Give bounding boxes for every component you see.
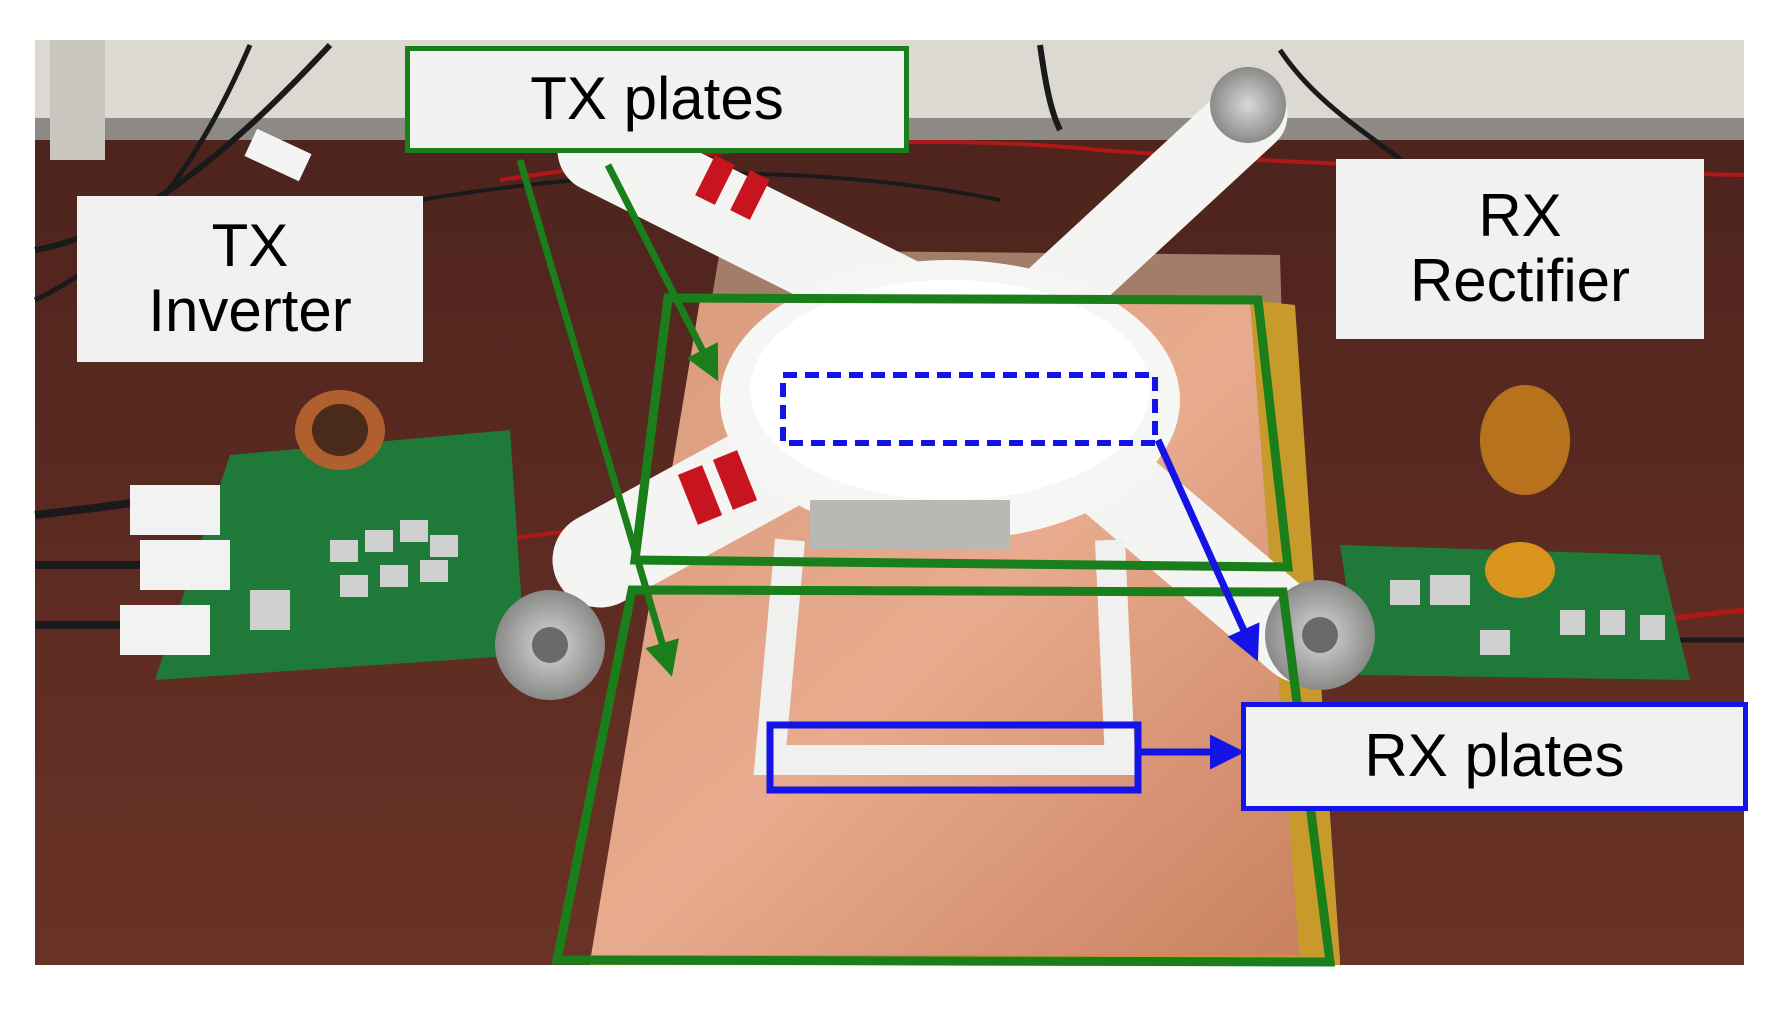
tx-plate-lower-outline [551, 585, 1336, 967]
tx-inverter-label-line2: Inverter [148, 277, 352, 344]
rx-rectifier-board [1340, 385, 1690, 680]
tx-arrow-upper [604, 163, 719, 382]
annotation-overlays [516, 159, 1336, 967]
tx-plates-label-text: TX plates [530, 65, 784, 133]
tx-plate-upper-outline [629, 293, 1294, 572]
tx-inverter-label-line1: TX [211, 212, 289, 280]
tx-arrow-lower [516, 159, 679, 677]
rx-rectifier-label-line1: RX [1478, 182, 1562, 250]
tx-inverter-label: TX Inverter [77, 196, 423, 362]
rx-plate-hidden-outline [780, 372, 1158, 446]
rx-plate-visible-outline [766, 721, 1142, 794]
drone [495, 67, 1375, 775]
tx-plates-label: TX plates [405, 46, 909, 153]
rx-plates-label-text: RX plates [1364, 722, 1625, 790]
rx-rectifier-label-line2: Rectifier [1409, 247, 1631, 314]
rx-plates-label: RX plates [1241, 702, 1748, 811]
rx-rectifier-label: RX Rectifier [1336, 159, 1704, 339]
tx-inverter-board [120, 390, 525, 680]
rx-arrow-down [1154, 438, 1260, 662]
